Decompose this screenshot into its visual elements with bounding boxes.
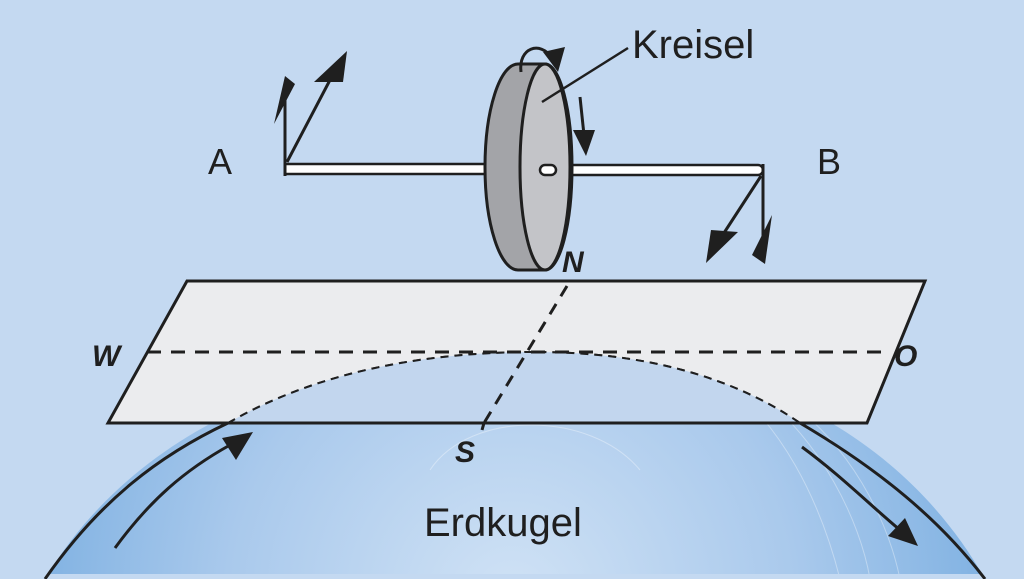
spin-arrow-side <box>578 96 586 136</box>
force-arrows-a <box>274 51 347 163</box>
arrowhead-icon <box>314 51 347 82</box>
axle-left <box>283 162 493 176</box>
arrowhead-icon <box>543 47 565 72</box>
arrowhead-icon <box>222 432 253 460</box>
south-label: S <box>455 436 475 469</box>
arrowhead-icon <box>888 518 918 546</box>
east-label: O <box>894 340 917 373</box>
axle-hub <box>538 163 558 177</box>
arrowhead-icon <box>706 230 738 263</box>
earth-rotation-arrow-right <box>801 445 918 546</box>
kreisel-leader-line <box>541 46 629 104</box>
gyroscope-disc <box>483 46 629 272</box>
earth-outline-right <box>799 421 987 579</box>
axis-end-a-label: A <box>208 141 232 182</box>
bottom-strip <box>0 574 1024 579</box>
north-label: N <box>562 246 585 279</box>
earth-rotation-arrow-left <box>113 432 253 549</box>
arrowhead-icon <box>573 130 595 156</box>
force-arrows-b <box>706 175 772 264</box>
axis-end-b-label: B <box>817 141 841 182</box>
earth-cap-through-plane <box>228 352 800 423</box>
earth-label: Erdkugel <box>424 501 582 545</box>
west-label: W <box>92 340 123 373</box>
earth-outline-left <box>43 421 229 579</box>
arrowhead-icon <box>752 215 772 264</box>
north-south-line <box>482 285 569 424</box>
south-tick <box>480 422 486 431</box>
arrowhead-icon <box>274 76 295 124</box>
gyroscope-label: Kreisel <box>632 23 754 67</box>
